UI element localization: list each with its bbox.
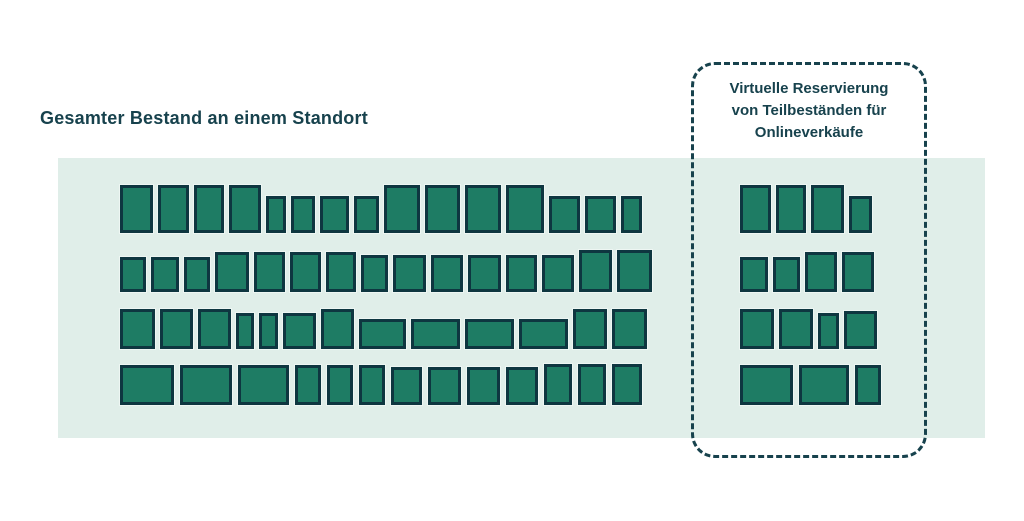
inventory-box xyxy=(740,185,771,233)
inventory-box xyxy=(506,185,544,233)
inventory-box xyxy=(391,367,422,405)
inventory-box xyxy=(291,196,315,233)
virtual-reservation-label-line: von Teilbeständen für xyxy=(731,102,887,119)
virtuelle-reservierung-row xyxy=(740,309,877,349)
inventory-box xyxy=(506,367,538,405)
inventory-box xyxy=(120,365,174,405)
inventory-box xyxy=(467,367,500,405)
inventory-box xyxy=(425,185,460,233)
inventory-box xyxy=(198,309,231,349)
inventory-box xyxy=(844,311,877,349)
virtuelle-reservierung-row xyxy=(740,252,874,292)
virtual-reservation-dashed-box xyxy=(691,62,927,458)
inventory-box xyxy=(428,367,461,405)
inventory-box xyxy=(849,196,872,233)
inventory-box xyxy=(259,313,278,349)
inventory-box xyxy=(180,365,232,405)
inventory-box xyxy=(799,365,849,405)
inventory-box xyxy=(431,255,463,292)
gesamter-bestand-row xyxy=(120,309,647,349)
inventory-box xyxy=(506,255,537,292)
inventory-box xyxy=(194,185,224,233)
inventory-box xyxy=(384,185,420,233)
inventory-box xyxy=(818,313,839,349)
inventory-box xyxy=(612,364,642,405)
inventory-box xyxy=(842,252,874,292)
inventory-box xyxy=(238,365,289,405)
inventory-box xyxy=(811,185,844,233)
inventory-box xyxy=(229,185,261,233)
inventory-box xyxy=(120,257,146,292)
inventory-box xyxy=(773,257,800,292)
inventory-box xyxy=(617,250,652,292)
inventory-box xyxy=(612,309,647,349)
inventory-box xyxy=(120,185,153,233)
inventory-box xyxy=(411,319,460,349)
inventory-box xyxy=(393,255,426,292)
inventory-box xyxy=(805,252,837,292)
gesamter-bestand-row xyxy=(120,364,642,405)
inventory-box xyxy=(740,309,774,349)
inventory-box xyxy=(578,364,606,405)
inventory-box xyxy=(579,250,612,292)
inventory-box xyxy=(320,196,349,233)
virtuelle-reservierung-row xyxy=(740,365,881,405)
inventory-box xyxy=(740,257,768,292)
inventory-box xyxy=(158,185,189,233)
virtual-reservation-label-line: Virtuelle Reservierung xyxy=(729,80,889,97)
inventory-box xyxy=(573,309,607,349)
inventory-box xyxy=(151,257,179,292)
gesamter-bestand-row xyxy=(120,185,642,233)
virtual-reservation-label-line: Onlineverkäufe xyxy=(754,124,864,141)
inventory-box xyxy=(236,313,254,349)
inventory-box xyxy=(354,196,379,233)
inventory-box xyxy=(779,309,813,349)
inventory-box xyxy=(266,196,286,233)
inventory-box xyxy=(361,255,388,292)
inventory-box xyxy=(283,313,316,349)
inventory-box xyxy=(359,319,406,349)
inventory-box xyxy=(215,252,249,292)
inventory-box xyxy=(321,309,354,349)
inventory-box xyxy=(855,365,881,405)
inventory-box xyxy=(465,185,501,233)
inventory-box xyxy=(254,252,285,292)
page-title: Gesamter Bestand an einem Standort xyxy=(40,108,368,128)
inventory-box xyxy=(621,196,642,233)
virtuelle-reservierung-row xyxy=(740,185,872,233)
inventory-box xyxy=(326,252,356,292)
inventory-box xyxy=(327,365,353,405)
inventory-box xyxy=(468,255,501,292)
inventory-box xyxy=(542,255,574,292)
inventory-box xyxy=(776,185,806,233)
gesamter-bestand-row xyxy=(120,250,652,292)
inventory-box xyxy=(160,309,193,349)
virtual-reservation-label: Virtuelle Reservierung von Teilbeständen… xyxy=(691,78,927,144)
inventory-box xyxy=(465,319,514,349)
inventory-box xyxy=(359,365,385,405)
inventory-box xyxy=(549,196,580,233)
inventory-box xyxy=(290,252,321,292)
inventory-box xyxy=(585,196,616,233)
inventory-box xyxy=(544,364,572,405)
inventory-box xyxy=(120,309,155,349)
inventory-box xyxy=(519,319,568,349)
inventory-box xyxy=(184,257,210,292)
inventory-box xyxy=(295,365,321,405)
inventory-box xyxy=(740,365,793,405)
